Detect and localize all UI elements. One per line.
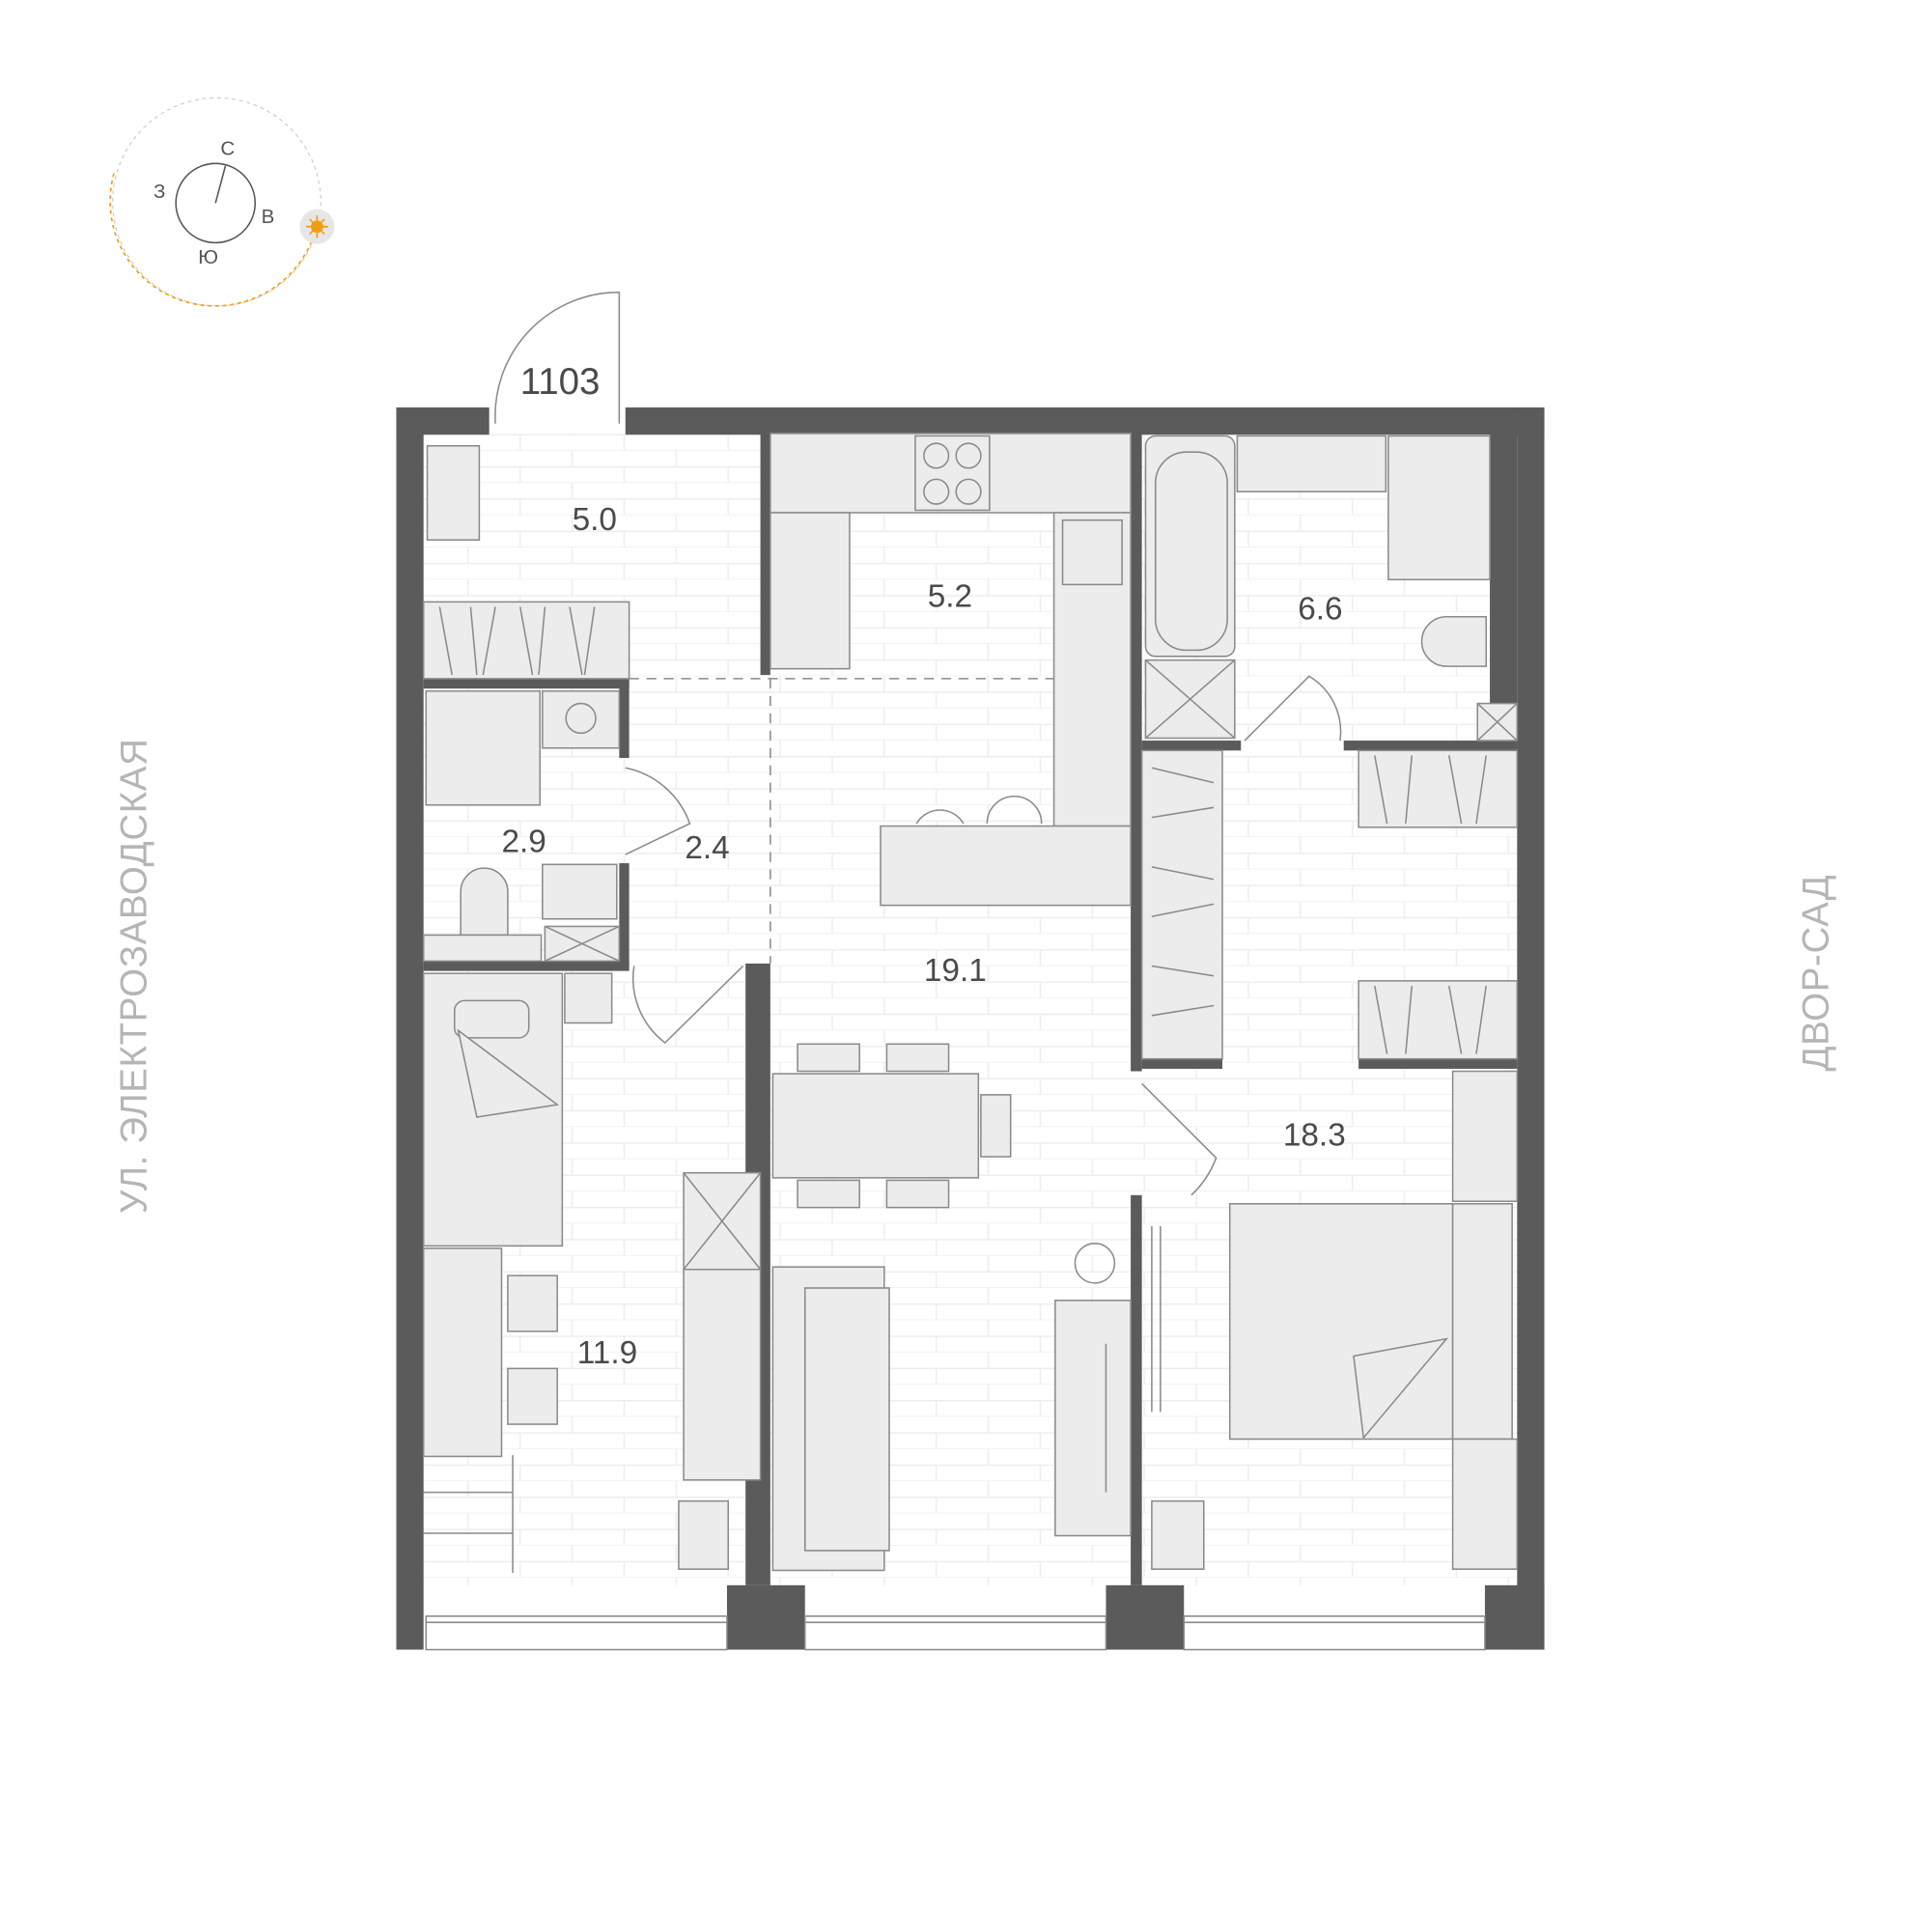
kids-bedroom-furniture xyxy=(422,972,762,1574)
kitchen-unit xyxy=(770,433,1132,907)
room-labels: 5.0 5.2 6.6 2.9 2.4 19.1 18.3 11.9 xyxy=(501,502,1345,1371)
room-area-main-bathroom: 6.6 xyxy=(1298,591,1342,627)
master-bedroom-furniture xyxy=(1140,749,1519,1570)
main-bathroom-fixtures xyxy=(1144,434,1519,742)
room-area-kitchen: 5.2 xyxy=(928,579,972,615)
room-area-hall: 5.0 xyxy=(573,502,617,538)
compass-west: З xyxy=(154,181,165,203)
bedroom-door[interactable] xyxy=(631,965,744,1045)
room-area-living-room: 19.1 xyxy=(924,953,987,989)
compass-east: В xyxy=(262,206,275,228)
small-bathroom-fixtures xyxy=(422,689,691,963)
living-room-furniture xyxy=(771,1043,1132,1572)
room-area-small-bathroom: 2.9 xyxy=(501,824,546,859)
room-area-kids-bedroom: 11.9 xyxy=(577,1335,637,1371)
entrance-door[interactable] xyxy=(494,291,621,424)
street-label-left: УЛ. ЭЛЕКТРОЗАВОДСКАЯ xyxy=(113,738,154,1214)
apartment-number: 1103 xyxy=(520,361,601,403)
windows xyxy=(425,1615,1486,1651)
sun-icon xyxy=(299,209,335,244)
room-area-master-bedroom: 18.3 xyxy=(1283,1117,1346,1153)
compass-north: С xyxy=(220,137,235,159)
street-label-right: ДВОР-САД xyxy=(1795,875,1836,1072)
compass: С З В Ю xyxy=(109,97,335,307)
room-area-corridor: 2.4 xyxy=(685,830,729,866)
shoe-cabinet xyxy=(426,444,481,542)
compass-south: Ю xyxy=(198,246,218,268)
